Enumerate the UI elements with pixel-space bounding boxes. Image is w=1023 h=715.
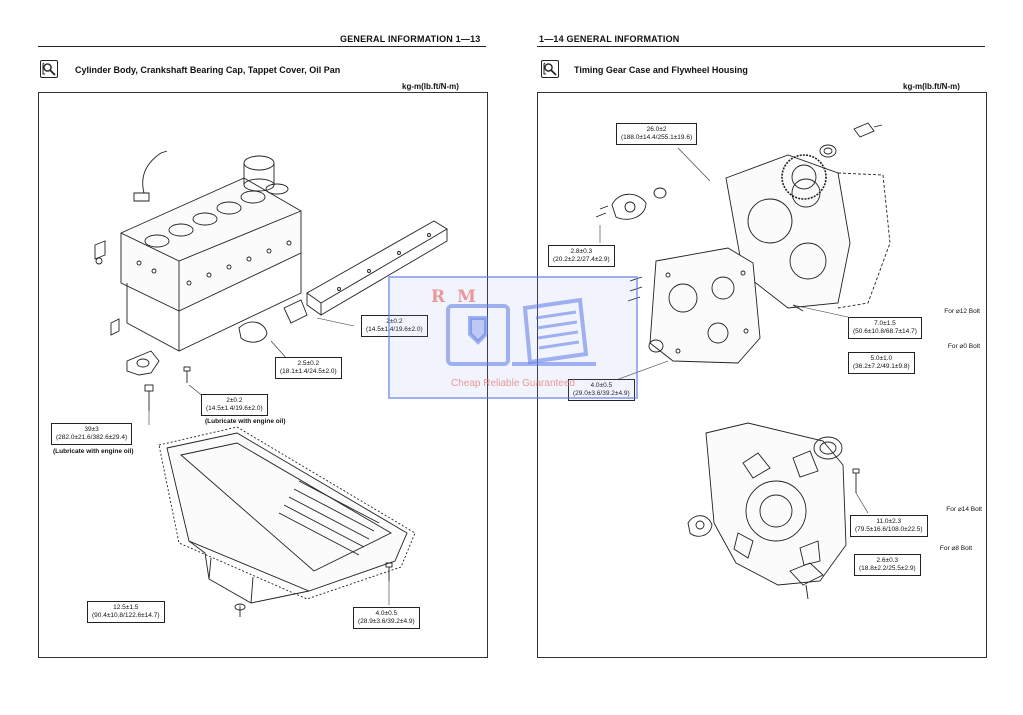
header-rule — [38, 46, 486, 47]
spec-value: 2±0.2 — [386, 318, 403, 325]
torque-spec-crank-pulley: 26.0±2 (188.0±14.4/255.1±19.6) — [616, 123, 698, 146]
manual-book-icon — [446, 297, 596, 366]
spec-converted: (14.5±1.4/19.6±2.0) — [206, 405, 263, 413]
diagram-frame: 2±0.2 (14.5±1.4/19.6±2.0) 2.5±0.2 (18.1±… — [38, 92, 488, 658]
units-label: kg-m(lb.ft/N-m) — [903, 82, 960, 91]
right-page: 1—14 GENERAL INFORMATION Timing Gear Cas… — [511, 0, 1023, 715]
torque-spec-drain-plug: 12.5±1.5 (90.4±10.8/122.6±14.7) — [87, 601, 165, 624]
spec-value: 12.5±1.5 — [113, 604, 139, 611]
spec-converted: (28.9±3.6/39.2±4.9) — [358, 618, 415, 626]
watermark-logo: RM Cheap Reliable Guaranteed — [388, 276, 638, 399]
torque-spec-oil-pan-bolt: 4.0±0.5 (28.9±3.6/39.2±4.9) — [353, 607, 420, 630]
torque-spec-cover-bolt: 2.5±0.2 (18.1±1.4/24.5±2.0) — [275, 357, 342, 380]
spec-value: 5.0±1.0 — [870, 355, 893, 362]
section-title: Cylinder Body, Crankshaft Bearing Cap, T… — [75, 65, 341, 75]
wrench-manual-icon — [541, 60, 559, 78]
spec-converted: (36.2±7.2/49.1±9.8) — [853, 363, 910, 371]
spec-converted: (282.0±21.6/382.6±29.4) — [56, 434, 128, 442]
spec-converted: (90.4±10.8/122.6±14.7) — [92, 612, 160, 620]
bolt-size-label: For ⌀8 Bolt — [939, 545, 972, 552]
spec-converted: (29.0±3.6/39.2±4.9) — [573, 390, 630, 398]
bolt-size-label: For ⌀14 Bolt — [946, 506, 982, 513]
spec-converted: (14.5±1.4/19.6±2.0) — [366, 326, 423, 334]
spec-value: 2.5±0.2 — [297, 360, 320, 367]
left-page-header: GENERAL INFORMATION 1—13 — [340, 34, 481, 44]
torque-spec-bearing-cap: 39±3 (282.0±21.6/382.6±29.4) — [51, 423, 133, 446]
lubricate-note: (Lubricate with engine oil) — [205, 418, 286, 425]
spec-value: 4.0±0.5 — [590, 382, 613, 389]
torque-spec-12-bolt: 7.0±1.5 (50.6±10.8/68.7±14.7) — [848, 317, 922, 340]
units-label: kg-m(lb.ft/N-m) — [402, 82, 459, 91]
bolt-size-label: For ⌀12 Bolt — [944, 308, 980, 315]
spec-value: 2.8±0.3 — [570, 248, 593, 255]
bolt-size-label: For ⌀0 Bolt — [947, 343, 980, 350]
watermark-letters: RM — [431, 287, 488, 307]
watermark-tagline: Cheap Reliable Guaranteed — [451, 378, 575, 389]
torque-spec-8-bolt: 2.6±0.3 (18.8±2.2/25.5±2.9) — [854, 554, 921, 577]
spec-converted: (18.1±1.4/24.5±2.0) — [280, 368, 337, 376]
torque-spec-cover-plate: 2.8±0.3 (20.2±2.2/27.4±2.9) — [548, 245, 615, 268]
diagram-frame: 26.0±2 (188.0±14.4/255.1±19.6) 2.8±0.3 (… — [537, 92, 987, 658]
spec-value: 39±3 — [84, 426, 99, 433]
left-page: GENERAL INFORMATION 1—13 Cylinder Body, … — [0, 0, 511, 715]
torque-spec-0-bolt: 5.0±1.0 (36.2±7.2/49.1±9.8) — [848, 352, 915, 375]
spec-value: 26.0±2 — [646, 126, 667, 133]
torque-spec-stud: 2±0.2 (14.5±1.4/19.6±2.0) — [201, 394, 268, 417]
lubricate-note: (Lubricate with engine oil) — [53, 448, 134, 455]
spec-converted: (18.8±2.2/25.5±2.9) — [859, 565, 916, 573]
spec-value: 7.0±1.5 — [874, 320, 896, 327]
cylinder-body-exploded-diagram — [94, 150, 448, 617]
spec-value: 4.0±0.5 — [375, 610, 398, 617]
torque-spec-front-plate: 4.0±0.5 (29.0±3.6/39.2±4.9) — [568, 379, 635, 402]
spec-converted: (79.5±16.6/108.0±22.5) — [855, 526, 923, 534]
spec-converted: (20.2±2.2/27.4±2.9) — [553, 256, 610, 264]
torque-spec-14-bolt: 11.0±2.3 (79.5±16.6/108.0±22.5) — [850, 515, 928, 538]
spec-value: 11.0±2.3 — [876, 518, 902, 525]
spec-converted: (188.0±14.4/255.1±19.6) — [621, 134, 693, 142]
right-page-header: 1—14 GENERAL INFORMATION — [539, 34, 680, 44]
wrench-manual-icon — [40, 60, 58, 78]
spec-value: 2.6±0.3 — [876, 557, 899, 564]
header-rule — [537, 46, 985, 47]
spec-value: 2±0.2 — [226, 397, 243, 404]
timing-gear-case-exploded-diagram — [595, 122, 891, 600]
torque-spec-tappet-cover: 2±0.2 (14.5±1.4/19.6±2.0) — [361, 315, 428, 338]
spec-converted: (50.6±10.8/68.7±14.7) — [853, 328, 917, 336]
section-title: Timing Gear Case and Flywheel Housing — [574, 65, 748, 75]
